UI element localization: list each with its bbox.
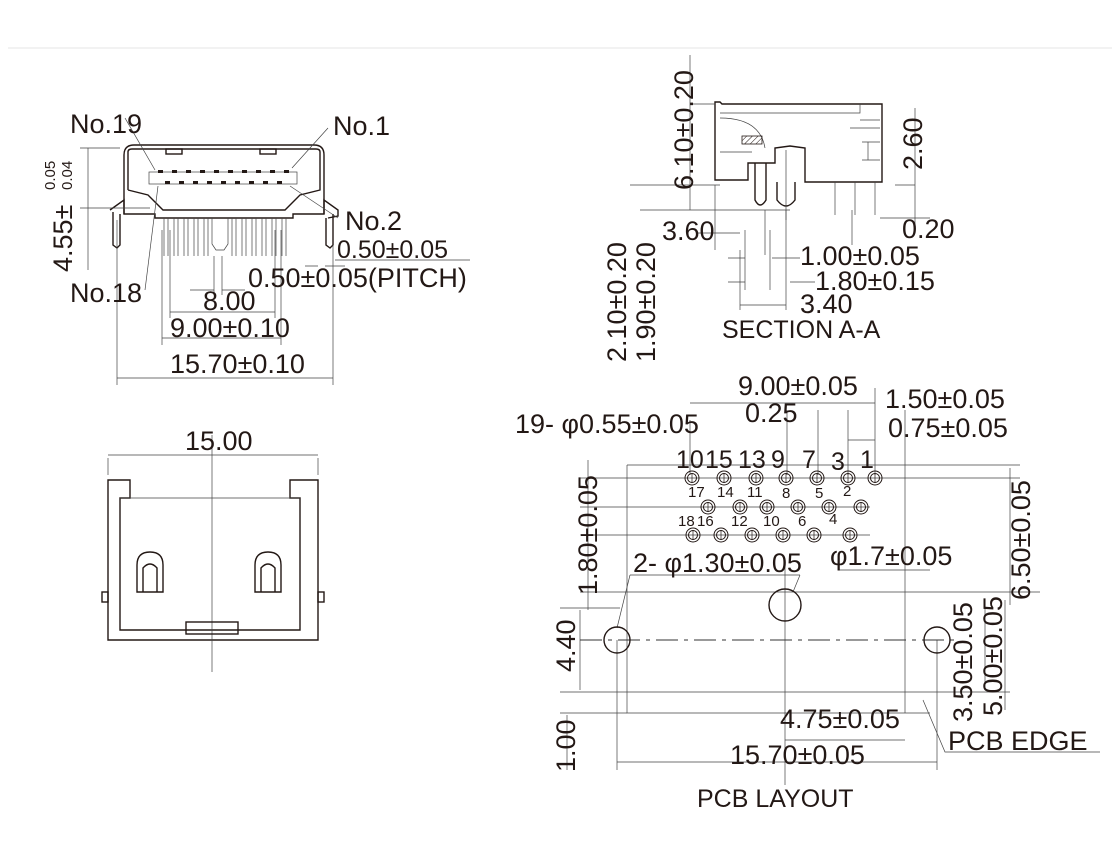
pin-hole xyxy=(778,470,794,486)
pin-hole xyxy=(713,527,729,543)
dim-pin-width: 0.50±0.05 xyxy=(337,236,448,264)
dim-1-80: 1.80±0.15 xyxy=(815,266,935,296)
dim-height: 4.55± xyxy=(48,205,78,272)
dim-1-90: 1.90±0.20 xyxy=(631,242,661,362)
dim-1-50: 1.50±0.05 xyxy=(885,384,1005,414)
dim-15-70: 15.70±0.10 xyxy=(170,349,305,379)
center-hole-spec: φ1.7±0.05 xyxy=(830,541,952,571)
label-no19: No.19 xyxy=(70,109,142,139)
pin-hole xyxy=(685,527,701,543)
dim-1-00: 1.00 xyxy=(551,719,581,772)
dim-pitch: 0.50±0.05(PITCH) xyxy=(248,263,467,293)
pin-hole xyxy=(840,470,856,486)
pin-hole xyxy=(716,470,732,486)
pcb-layout: 10 15 13 9 7 3 1 17 14 11 8 5 2 18 16 12… xyxy=(515,371,1100,813)
pin-label: 16 xyxy=(697,513,714,530)
pin-label: 4 xyxy=(829,511,837,528)
pin-hole xyxy=(867,470,883,486)
label-no1: No.1 xyxy=(333,111,390,141)
dim-6-10: 6.10±0.20 xyxy=(669,70,699,190)
dim-5-00: 5.00±0.05 xyxy=(978,596,1008,716)
pin-hole xyxy=(842,527,858,543)
dim-1-00: 1.00±0.05 xyxy=(800,241,920,271)
pin-hole xyxy=(748,470,764,486)
dim-9-00: 9.00±0.10 xyxy=(170,313,290,343)
pin-label: 10 xyxy=(763,513,780,530)
shell-outline xyxy=(123,144,325,214)
pin-hole xyxy=(700,499,716,515)
pin-label: 18 xyxy=(678,513,695,530)
pin-label: 10 xyxy=(676,446,704,474)
center-hole xyxy=(768,588,802,622)
pin-label: 17 xyxy=(688,484,705,501)
pin-hole xyxy=(809,470,825,486)
dim-15-00: 15.00 xyxy=(185,426,253,456)
pin-label: 14 xyxy=(717,484,734,501)
pin-label: 13 xyxy=(738,446,766,474)
pin-hole xyxy=(806,527,822,543)
section-a-a: 6.10±0.20 2.60 0.20 3.60 1.00±0.05 1.80±… xyxy=(602,55,955,362)
dim-9-00: 9.00±0.05 xyxy=(738,371,858,401)
dim-2-10: 2.10±0.20 xyxy=(602,242,632,362)
dim-0-25: 0.25 xyxy=(745,398,798,428)
pins xyxy=(163,218,287,256)
mount-hole-right xyxy=(923,626,951,654)
dim-height-tol-upper: 0.05 xyxy=(42,161,59,190)
dim-15-70: 15.70±0.05 xyxy=(730,740,865,770)
dim-8-00: 8.00 xyxy=(203,286,256,316)
dim-1-80: 1.80±0.05 xyxy=(573,475,603,595)
pin-hole-grid xyxy=(684,470,883,543)
pin-label: 11 xyxy=(747,484,763,501)
top-view: 15.00 xyxy=(101,426,325,672)
dim-4-75: 4.75±0.05 xyxy=(780,704,900,734)
dim-2-60: 2.60 xyxy=(898,117,928,170)
front-view: No.19 No.1 No.2 No.18 4.55± 0.05 0.04 0.… xyxy=(42,109,470,385)
dim-0-20: 0.20 xyxy=(902,214,955,244)
pin-label: 6 xyxy=(798,513,806,530)
pin-hole xyxy=(775,527,791,543)
pin-hole xyxy=(790,499,806,515)
pin-hole xyxy=(684,470,700,486)
dim-6-50: 6.50±0.05 xyxy=(1006,480,1036,600)
pin-hole xyxy=(821,499,837,515)
label-no18: No.18 xyxy=(70,278,142,308)
pin-label: 1 xyxy=(860,446,874,474)
dim-3-50: 3.50±0.05 xyxy=(948,602,978,722)
pin-label: 5 xyxy=(815,485,823,502)
pcb-edge-label: PCB EDGE xyxy=(948,726,1088,756)
pin-hole xyxy=(744,527,760,543)
pin-label: 15 xyxy=(705,446,733,474)
pin-hole xyxy=(853,499,869,515)
mount-hole-left xyxy=(603,626,631,654)
pin-label: 9 xyxy=(771,446,785,474)
pin-label: 2 xyxy=(843,483,851,500)
dim-0-75: 0.75±0.05 xyxy=(888,413,1008,443)
pin-holes-spec: 19- φ0.55±0.05 xyxy=(515,409,699,439)
label-no2: No.2 xyxy=(345,206,402,236)
pin-label: 3 xyxy=(831,448,845,476)
dim-height-tol-lower: 0.04 xyxy=(59,161,76,190)
dim-4-40: 4.40 xyxy=(551,619,581,672)
pin-label: 8 xyxy=(782,485,790,502)
section-title: SECTION A-A xyxy=(722,316,881,344)
dim-3-60: 3.60 xyxy=(662,216,715,246)
pin-label: 12 xyxy=(731,513,748,530)
pin-hole xyxy=(732,499,748,515)
mount-holes-spec: 2- φ1.30±0.05 xyxy=(633,548,802,578)
pcb-layout-title: PCB LAYOUT xyxy=(697,785,854,813)
dim-3-40: 3.40 xyxy=(800,289,853,319)
pin-label: 7 xyxy=(802,446,816,474)
pin-hole xyxy=(759,499,775,515)
